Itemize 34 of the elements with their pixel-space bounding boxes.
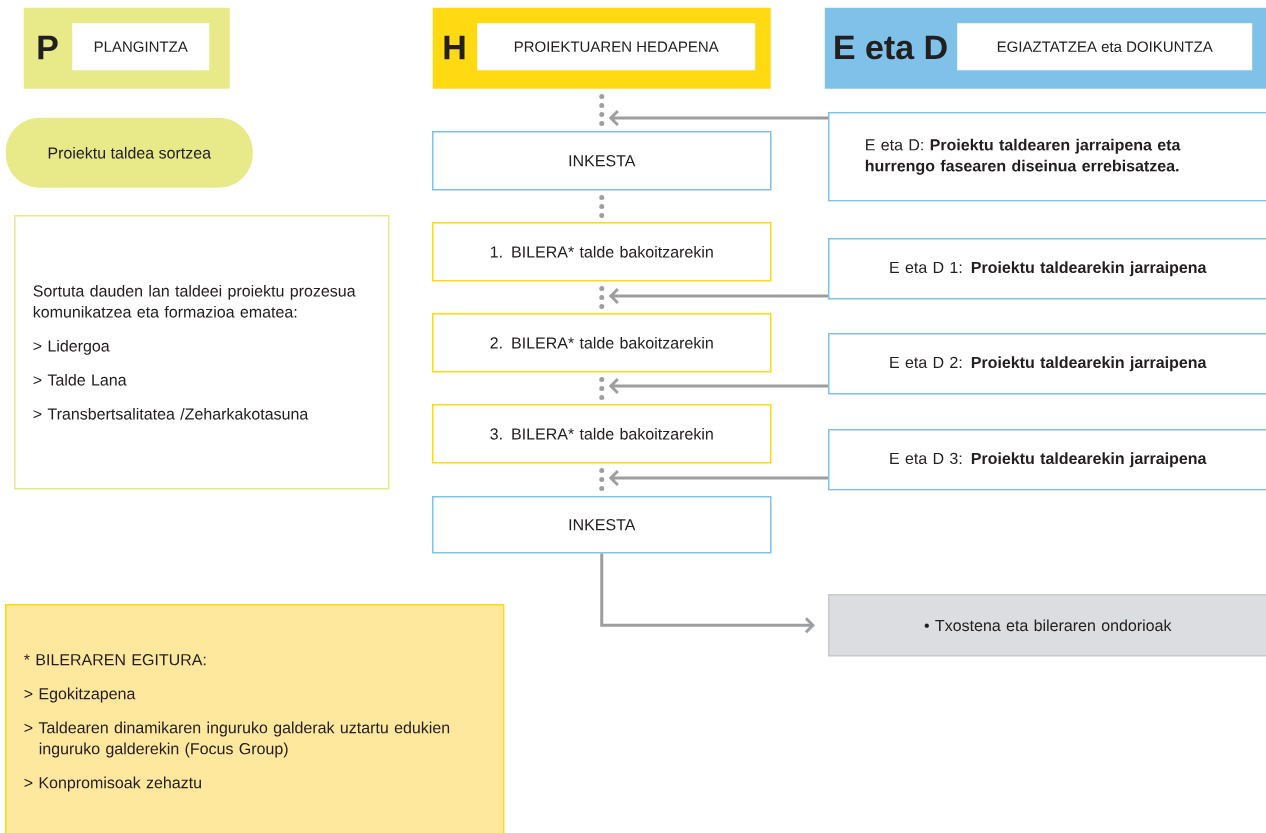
header-label: PLANGINTZA xyxy=(72,23,210,71)
list-item: > Transbertsalitatea /Zeharkakotasuna xyxy=(33,407,309,420)
dotted-connector xyxy=(599,377,605,403)
step-box: INKESTA xyxy=(432,131,772,191)
list-item: > Talde Lana xyxy=(33,373,127,386)
review-box: E eta D 1: Proiektu taldearekin jarraipena xyxy=(828,238,1266,300)
result-box: • Txostena eta bileraren ondorioak xyxy=(828,594,1266,657)
arrow xyxy=(608,377,828,395)
note-heading: * BILERAREN EGITURA: xyxy=(24,654,206,666)
arrow xyxy=(608,109,828,127)
header-label: EGIAZTATZEA eta DOIKUNTZA xyxy=(957,23,1253,71)
review-box: E eta D 3: Proiektu taldearekin jarraipena xyxy=(828,429,1266,491)
step-box: 2. BILERA* talde bakoitzarekin xyxy=(432,313,772,373)
dotted-connector xyxy=(599,195,605,221)
arrow xyxy=(608,469,828,487)
review-box: E eta D: Proiektu taldearen jarraipena eta hurrengo fasearen diseinua errebisatzea. xyxy=(828,112,1266,202)
dotted-connector xyxy=(599,286,605,312)
step-box: 3. BILERA* talde bakoitzarekin xyxy=(432,404,772,464)
intro-text: Sortuta dauden lan taldeei proiektu prozesua komunikatzea eta formazioa ematea: xyxy=(33,284,356,318)
review-box: E eta D 2: Proiektu taldearekin jarraipena xyxy=(828,333,1266,395)
arrow xyxy=(600,553,815,634)
header-letter: E eta D xyxy=(835,35,947,60)
header-label: PROIEKTUAREN HEDAPENA xyxy=(477,23,756,71)
header-letter: H xyxy=(444,35,465,60)
header-letter: P xyxy=(38,35,58,60)
list-item: > Lidergoa xyxy=(33,339,110,355)
list-item: > Taldearen dinamikaren inguruko galderak uztartu edukien inguruko galderekin (Focus Group) xyxy=(24,721,450,758)
list-item: > Egokitzapena xyxy=(24,687,136,703)
step-box: INKESTA xyxy=(432,496,772,554)
arrow xyxy=(608,287,828,305)
note-box xyxy=(5,604,505,833)
step-box: 1. BILERA* talde bakoitzarekin xyxy=(432,222,772,282)
list-item: > Konpromisoak zehaztu xyxy=(24,776,201,792)
text-box xyxy=(14,215,390,490)
